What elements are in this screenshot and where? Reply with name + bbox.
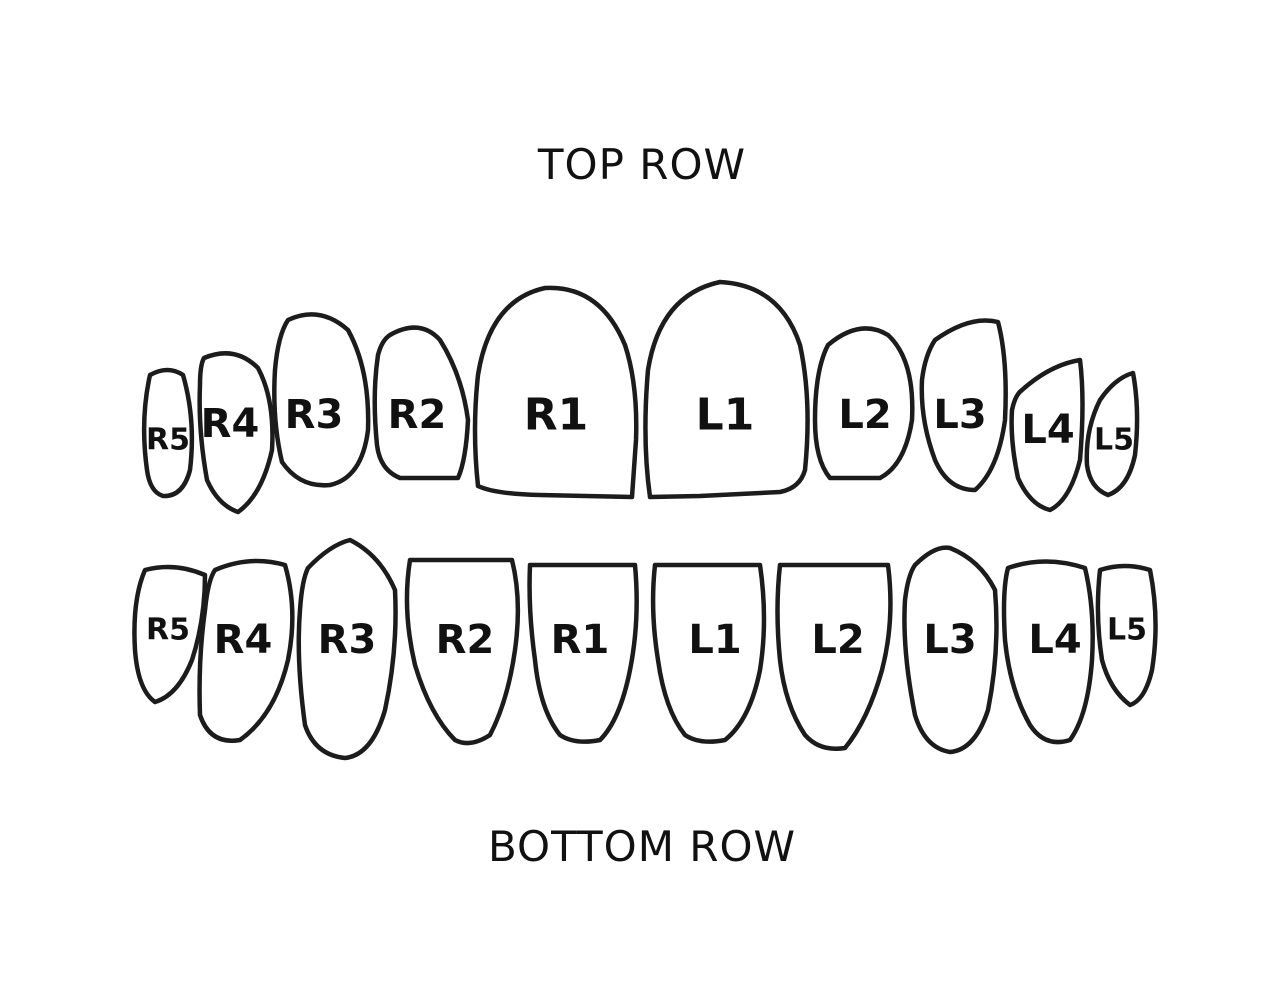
bottom-tooth-r1[interactable]: R1 — [527, 562, 639, 744]
bottom-tooth-l4[interactable]: L4 — [1001, 559, 1095, 745]
bottom-tooth-r2[interactable]: R2 — [404, 557, 521, 746]
top-row-title: TOP ROW — [537, 140, 747, 189]
bottom-row-title: BOTTOM ROW — [487, 822, 797, 871]
bottom-tooth-label: R3 — [318, 617, 377, 663]
bottom-tooth-l3[interactable]: L3 — [902, 545, 999, 755]
top-tooth-label: L4 — [1021, 407, 1074, 453]
bottom-tooth-label: L3 — [923, 617, 976, 663]
top-teeth-group: R5 R4 R3 R2 R1 L1 L2 L3 — [141, 279, 1140, 515]
bottom-tooth-r4[interactable]: R4 — [197, 558, 295, 743]
top-tooth-l3[interactable]: L3 — [919, 318, 1008, 493]
top-tooth-label: L3 — [933, 392, 986, 438]
bottom-tooth-r3[interactable]: R3 — [296, 537, 398, 761]
bottom-tooth-label: R2 — [436, 617, 495, 663]
top-tooth-r2[interactable]: R2 — [372, 325, 471, 481]
bottom-tooth-label: R4 — [214, 617, 273, 663]
top-tooth-label: L1 — [696, 390, 755, 441]
bottom-tooth-label: R1 — [551, 617, 610, 663]
bottom-tooth-r5[interactable]: R5 — [132, 564, 208, 705]
bottom-tooth-label: L4 — [1028, 617, 1081, 663]
top-tooth-l5[interactable]: L5 — [1084, 370, 1140, 498]
bottom-tooth-l1[interactable]: L1 — [650, 562, 767, 744]
top-tooth-r1[interactable]: R1 — [472, 285, 639, 500]
bottom-tooth-l5[interactable]: L5 — [1095, 563, 1158, 708]
top-tooth-l1[interactable]: L1 — [643, 279, 810, 500]
bottom-tooth-l2[interactable]: L2 — [775, 562, 893, 751]
top-tooth-label: L2 — [838, 392, 891, 438]
top-tooth-label: R5 — [146, 423, 190, 458]
bottom-teeth-group: R5 R4 R3 R2 R1 L1 L2 L3 — [132, 537, 1158, 761]
top-tooth-r5[interactable]: R5 — [141, 367, 195, 499]
top-tooth-label: R4 — [201, 401, 260, 447]
top-tooth-label: R2 — [388, 392, 447, 438]
top-tooth-label: R1 — [524, 390, 589, 441]
top-tooth-l4[interactable]: L4 — [1009, 357, 1085, 513]
bottom-tooth-label: L2 — [811, 617, 864, 663]
top-tooth-label: R3 — [285, 392, 344, 438]
bottom-tooth-label: R5 — [146, 613, 190, 648]
top-tooth-label: L5 — [1094, 423, 1134, 458]
bottom-tooth-label: L1 — [688, 617, 741, 663]
top-tooth-r4[interactable]: R4 — [197, 351, 275, 515]
top-tooth-r3[interactable]: R3 — [272, 312, 371, 488]
bottom-tooth-label: L5 — [1107, 613, 1147, 648]
top-tooth-l2[interactable]: L2 — [812, 326, 915, 481]
